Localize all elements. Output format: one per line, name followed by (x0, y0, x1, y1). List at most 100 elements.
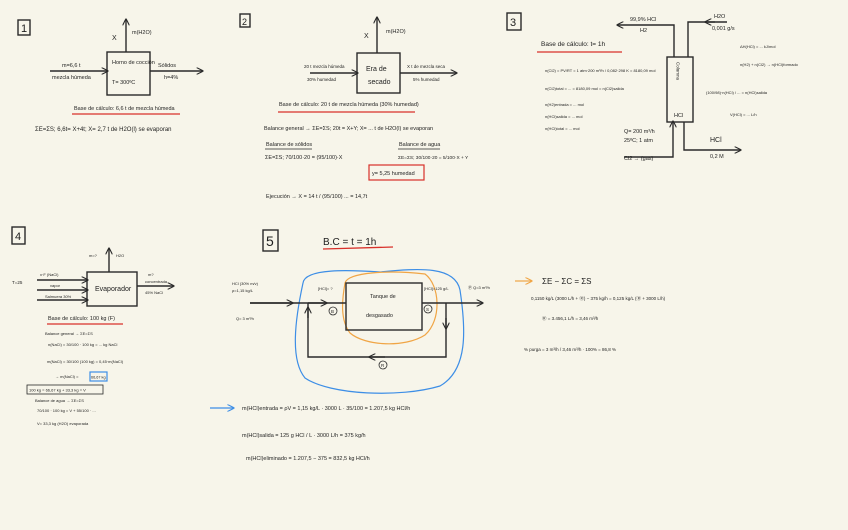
inlet-label: x·F (NaCl) (40, 272, 59, 277)
feed-mass: m=6,6 t (62, 63, 81, 69)
section-number-box (262, 229, 279, 252)
equation-removed-mass: m(HCl)eliminado = 1.207,5 − 375 = 832,5 … (246, 456, 370, 462)
oven-unit-box (106, 51, 151, 96)
equation-line: n(Cl2)total = ... = 8180,09 mol = n(Cl2)… (545, 86, 625, 91)
inlet-concentration: [HCl]= ? (318, 286, 333, 291)
unit-label: Tanque de (370, 294, 396, 300)
equation-line: n(HCl)salida = ... mol (545, 114, 583, 119)
balance-title: ΣE − ΣC = ΣS (542, 277, 592, 286)
equation-line: n(H2) + n(Cl2) → n(HCl)formado (740, 62, 799, 67)
equation-line: Balance de agua → ΣE=ΣS (35, 398, 84, 403)
equation-line: V(HCl) = ... L/h (730, 112, 757, 117)
liquid-outlet-label: HCl (710, 137, 722, 144)
vapor-mass: m=? (89, 253, 98, 258)
unit-label: Evaporador (95, 286, 132, 293)
product-label: X t de mezcla seca (407, 64, 446, 69)
section-number-box (17, 19, 31, 36)
node-s-circle (423, 304, 433, 314)
gas-inlet-species: Cl2 → (gas) (624, 156, 654, 162)
unknown-x: X (112, 35, 117, 42)
unit-label-2: desgasado (366, 313, 393, 319)
equation-line: Balance general → ΣE=ΣS (45, 331, 93, 336)
outlet-label: m? (148, 272, 154, 277)
water-flow: 0,001 g/s (712, 26, 735, 32)
column-bottom-label: HCl (674, 113, 683, 119)
gas-outlet-label: 99,9% HCl (630, 17, 656, 23)
section-number: 3 (510, 17, 516, 29)
inlet-label: vapor (50, 283, 61, 288)
absorption-column (666, 56, 694, 123)
liquid-outlet-stream (683, 122, 740, 150)
unit-label-2: secado (368, 79, 391, 86)
section-number: 4 (15, 231, 21, 243)
equation-line: n(NaCl) = 30/100 · 100 kg = ... kg NaCl (48, 342, 117, 347)
unit-temperature: T= 300ºC (112, 79, 135, 86)
gas-outlet-stream (618, 25, 675, 57)
boxed-equation: 100 kg = 66,67 kg + 33,3 kg = V (29, 388, 86, 393)
gas-outlet-label-2: H2 (640, 28, 647, 34)
gas-inlet-flow: Q= 200 m³/h (624, 129, 655, 135)
calculation-basis: Base de cálculo: 100 kg (F) (48, 316, 115, 322)
equation-line: → m(NaCl) = (55, 374, 79, 379)
result-box (26, 384, 104, 395)
equation-line: m(NaCl) = 30/100 (100 kg) = 0,45·m(NaCl) (47, 359, 124, 364)
balance-equation: ΣE=ΣS; 6,6t= X+4t; X= 2,7 t de H2O(l) se… (35, 127, 172, 133)
equation-line: ΔH(HCl) = ... kJ/mol (740, 44, 776, 49)
equation-inlet-mass: m(HCl)entrada = ρV = 1,15 kg/L · 3000 L … (242, 406, 410, 412)
solids-balance-title: Balance de sólidos (266, 142, 312, 148)
feed-label: HCl (30% m/v) (232, 281, 259, 286)
section-number: 5 (266, 233, 274, 249)
unit-label: Era de (366, 66, 387, 73)
outlet-concentration: [HCl]=125 g/L (424, 286, 449, 291)
section-number-box (506, 12, 522, 31)
node-b-label: B (331, 309, 334, 314)
inlet-label: Salmuera 30% (45, 294, 72, 299)
section-number-box (239, 13, 251, 28)
general-balance: Balance general → ΣE=ΣS; 20t = X+Y; X= .… (264, 126, 433, 132)
product-humidity: h=4% (164, 75, 178, 81)
equation-line: n(H2)entrada = ... mol (545, 102, 584, 107)
balance-equation: 0,1150 kg/L (3000 L/h + Ⓡ) − 375 kg/h = … (531, 295, 666, 302)
calculation-basis: B.C = t = 1h (323, 237, 376, 248)
gas-inlet-stream (624, 122, 673, 158)
feed-humidity: 30% humedad (307, 77, 337, 82)
system-boundary-outer (294, 268, 465, 394)
feed-mass: 20 t mezcla húmeda (304, 64, 345, 69)
outlet-label: concentrada (145, 279, 168, 284)
section-2: 2 Era de secado X m(H2O) 20 t mezcla húm… (239, 13, 469, 200)
equation-outlet-mass: m(HCl)salida = 125 g HCl / L · 3000 L/h … (242, 433, 366, 439)
product-humidity: 5% humedad (413, 77, 440, 82)
node-s-label: S (426, 307, 429, 312)
section-number: 1 (21, 23, 27, 35)
equation-line: (100/98)·n(HCl) / ... = n(HCl)salida (706, 90, 768, 95)
purge-label: Ⓟ Q=3 m³/h (468, 284, 490, 290)
node-b-circle (328, 306, 338, 316)
gas-inlet-conditions: 25ºC; 1 atm (624, 137, 653, 144)
node-r-circle (378, 360, 388, 370)
temperature-label: T=25 (12, 280, 23, 285)
node-r-label: R (381, 363, 385, 368)
section-number-box (11, 226, 26, 245)
section-5: 5 B.C = t = 1h Tanque de desgasado HCl (… (210, 229, 666, 462)
section-3: 3 Columna HCl 99,9% HCl H2 H2O 0,001 g/s… (506, 12, 799, 162)
feed-density: ρ=1,15 kg/L (232, 288, 254, 293)
purge-percentage: % purga = 3 m³/h / 3,46 m³/h · 100% = 86… (524, 347, 616, 352)
equation-line: 70/100 · 100 kg = V + 55/100 · ... (37, 408, 96, 413)
vapor-label: m(H2O) (386, 29, 406, 35)
vapor-label: m(H2O) (132, 30, 152, 36)
equation-line: n(Cl2) = PV/RT = 1 atm·200 m³/h / 0,082·… (545, 68, 656, 73)
calculation-basis: Base de cálculo: 20 t de mezcla húmeda (… (279, 102, 419, 108)
unit-label: Horno de cocción (112, 60, 155, 66)
final-equation: Ejecución → X = 14 t / (95/100) ... = 14… (266, 194, 368, 200)
water-label: H2O (714, 14, 726, 20)
red-underline (322, 246, 394, 250)
degassing-tank-box (345, 282, 423, 331)
calculation-basis: Base de cálculo: t= 1h (541, 41, 606, 48)
unknown-x: X (364, 33, 369, 40)
result-highlight-box (368, 164, 425, 181)
equation-line: V= 33,3 kg (H2O) evaporada (37, 421, 89, 426)
water-balance-eq: ΣE=ΣS; 30/100·20 = 5/100·X + Y (398, 155, 469, 161)
outlet-label: 45% NaCl (145, 290, 163, 295)
section-number: 2 (242, 17, 247, 27)
